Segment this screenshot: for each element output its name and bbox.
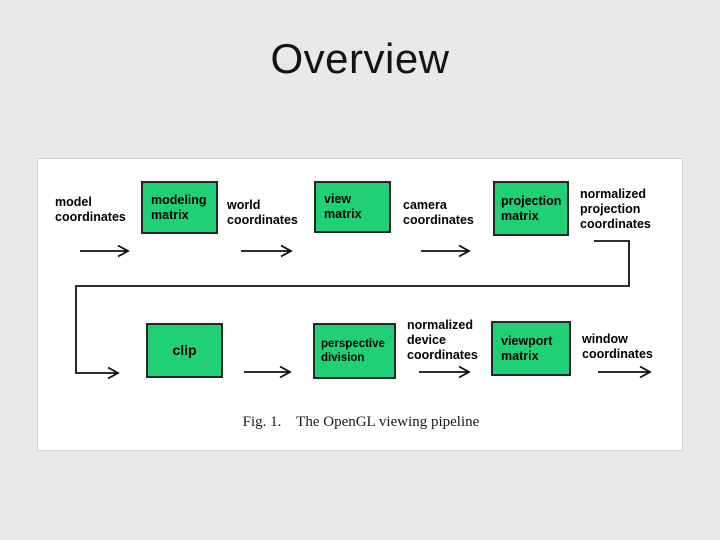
box-modeling-matrix: modeling matrix [141, 181, 218, 234]
figure-panel: model coordinates modeling matrix world … [37, 158, 683, 451]
flow-lines [75, 240, 652, 380]
label-normalized-device-coordinates: normalized device coordinates [407, 318, 478, 362]
box-view-matrix: view matrix [314, 181, 391, 233]
figure-caption: Fig. 1. The OpenGL viewing pipeline [242, 414, 480, 430]
box-perspective-division: perspective division [313, 323, 396, 379]
label-world-coordinates: world coordinates [227, 198, 298, 227]
label-model-coordinates: model coordinates [55, 195, 126, 224]
arrow-window-out [598, 365, 652, 379]
arrow-device-to-viewport [419, 365, 471, 379]
label-normalized-projection-coordinates: normalized projection coordinates [580, 187, 651, 231]
box-projection-matrix: projection matrix [493, 181, 569, 236]
slide-title: Overview [270, 35, 450, 82]
arrow-camera-to-projection [421, 244, 471, 258]
box-clip: clip [146, 323, 223, 378]
connector-projection-to-clip [75, 240, 630, 380]
box-viewport-matrix: viewport matrix [491, 321, 571, 376]
label-camera-coordinates: camera coordinates [403, 198, 474, 227]
arrow-clip-to-perspective [244, 365, 292, 379]
arrow-model-to-modeling [80, 244, 130, 258]
label-window-coordinates: window coordinates [582, 332, 653, 361]
arrow-world-to-view [241, 244, 293, 258]
